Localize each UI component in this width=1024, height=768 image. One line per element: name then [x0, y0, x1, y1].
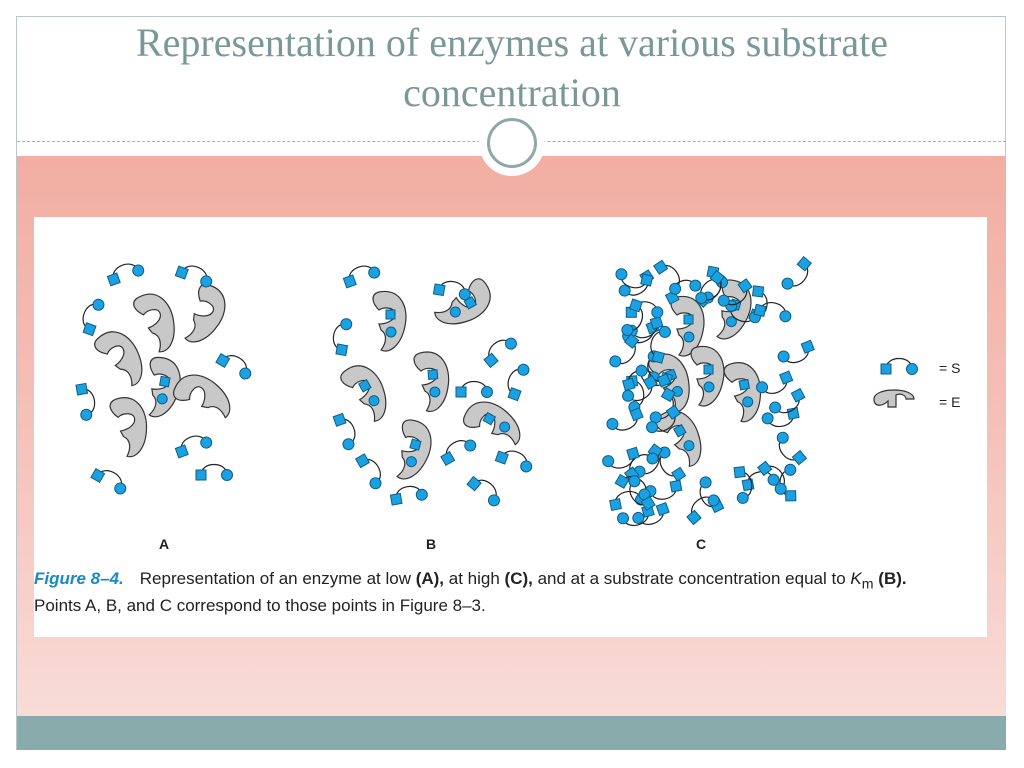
legend-e-label: = E	[939, 394, 960, 410]
free-substrate	[604, 406, 646, 437]
free-substrate	[775, 339, 817, 369]
legend-s-label: = S	[939, 360, 960, 376]
slide-title: Representation of enzymes at various sub…	[136, 20, 888, 115]
figure-panel: = S = E A B C	[34, 217, 987, 637]
free-substrate	[770, 429, 808, 469]
panel-label-b: B	[426, 536, 436, 552]
caption-label: Figure 8–4.	[34, 569, 124, 588]
panel-label-a: A	[159, 536, 169, 552]
free-substrate	[652, 256, 688, 298]
free-substrate	[779, 255, 817, 296]
legend: = S = E	[873, 357, 960, 410]
figure-caption: Figure 8–4.Representation of an enzyme a…	[34, 569, 907, 616]
free-substrate	[693, 474, 725, 516]
footer-bar	[17, 716, 1006, 750]
panel-b	[329, 260, 536, 509]
enzyme-substrate-diagram: = S = E A B C	[74, 255, 960, 552]
panel-c	[600, 255, 817, 531]
free-substrate	[760, 406, 801, 431]
legend-enzyme-icon	[873, 389, 915, 408]
free-substrate	[779, 463, 797, 502]
decorative-circle-icon	[487, 118, 537, 168]
panel-a	[74, 258, 256, 497]
panel-label-c: C	[696, 536, 706, 552]
